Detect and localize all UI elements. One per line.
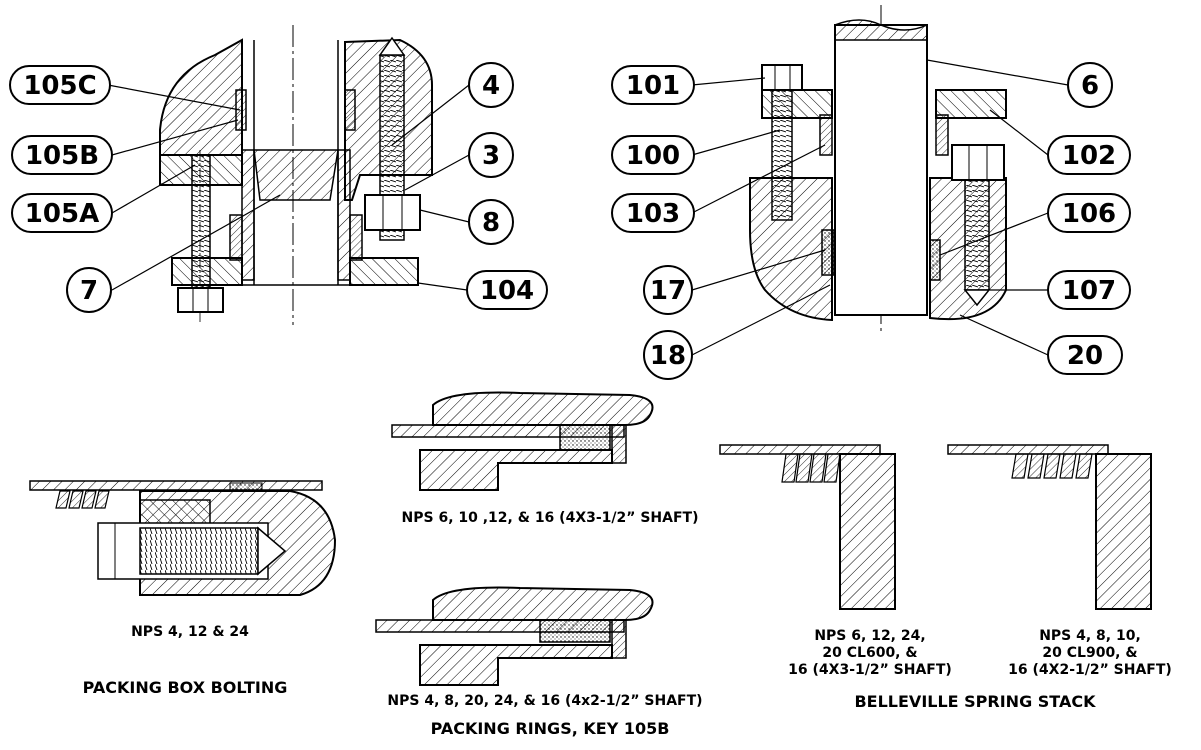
callout-20: 20 [1047, 335, 1123, 375]
callout-17: 17 [643, 265, 693, 315]
callout-100: 100 [611, 135, 695, 175]
caption-spring-b: NPS 4, 8, 10, 20 CL900, & 16 (4X2-1/2” S… [990, 628, 1190, 678]
follower-flange-right [349, 257, 419, 286]
callout-8: 8 [468, 199, 514, 245]
right-section-view [749, 5, 1007, 335]
left-section-view [159, 25, 433, 325]
bolting-detail [29, 480, 337, 596]
caption-spring-a-line1: NPS 6, 12, 24, [814, 628, 926, 644]
svg-text:3: 3 [482, 141, 500, 171]
caption-spring-a-line3: 16 (4X3-1/2” SHAFT) [788, 661, 952, 678]
spring-washers [55, 490, 110, 509]
rings-b-ring [611, 619, 627, 659]
svg-text:103: 103 [626, 199, 680, 229]
callout-105c: 105C [9, 65, 111, 105]
spring-b-body [1095, 453, 1152, 610]
caption-spring-title: BELLEVILLE SPRING STACK [854, 692, 1096, 711]
callout-107: 107 [1047, 270, 1131, 310]
nut-right-view [951, 144, 1005, 181]
svg-text:105C: 105C [23, 71, 96, 101]
rings-b-body [419, 644, 613, 686]
spring-b-shaft [947, 444, 1109, 455]
body-left [749, 177, 833, 322]
rings-a-ring [611, 424, 627, 464]
svg-text:100: 100 [626, 141, 680, 171]
packing-upper-right [935, 114, 949, 156]
callout-103: 103 [611, 193, 695, 233]
callout-104: 104 [466, 270, 548, 310]
bolting-stud [139, 527, 259, 575]
svg-text:104: 104 [480, 276, 534, 306]
packing-lower-right [929, 239, 941, 281]
caption-spring-b-line3: 16 (4X2-1/2” SHAFT) [1008, 661, 1172, 678]
hex-cap [761, 64, 803, 91]
caption-rings-variant-b: NPS 4, 8, 20, 24, & 16 (4x2-1/2” SHAFT) [387, 693, 703, 709]
svg-text:18: 18 [650, 341, 686, 371]
callouts-right: 101 100 103 17 18 6 102 106 [611, 59, 1131, 380]
callout-6: 6 [1067, 62, 1113, 108]
rings-a-body [419, 449, 613, 491]
caption-bolting-variant: NPS 4, 12 & 24 [131, 624, 249, 640]
rings-b-cap [432, 586, 654, 621]
svg-text:105B: 105B [25, 141, 99, 171]
lower-packing-right [349, 214, 363, 261]
caption-spring-b-line1: NPS 4, 8, 10, [1039, 628, 1141, 644]
spring-a-body [839, 453, 896, 610]
packing-upper-left [819, 114, 833, 156]
callout-102: 102 [1047, 135, 1131, 175]
upper-packing-right [344, 89, 356, 131]
callout-18: 18 [643, 330, 693, 380]
svg-text:17: 17 [650, 276, 686, 306]
spring-stack-b [947, 444, 1152, 610]
callout-105a: 105A [11, 193, 113, 233]
rings-a-cap [432, 391, 654, 426]
callout-3: 3 [468, 132, 514, 178]
bonnet-body-left [159, 38, 243, 156]
svg-text:8: 8 [482, 208, 500, 238]
caption-spring-a-line2: 20 CL600, & [822, 644, 918, 661]
callout-106: 106 [1047, 193, 1131, 233]
upper-packing-left [235, 89, 247, 131]
callouts-left: 105C 105B 105A 7 4 3 8 104 [9, 62, 548, 313]
svg-text:7: 7 [80, 276, 98, 306]
caption-spring-a: NPS 6, 12, 24, 20 CL600, & 16 (4X3-1/2” … [770, 628, 970, 678]
caption-rings-variant-a: NPS 6, 10 ,12, & 16 (4X3-1/2” SHAFT) [401, 510, 699, 526]
svg-text:105A: 105A [25, 199, 99, 229]
callout-105b: 105B [11, 135, 113, 175]
packing-lower-left [821, 229, 835, 276]
callout-101: 101 [611, 65, 695, 105]
rings-a-packing [559, 424, 611, 451]
svg-text:102: 102 [1062, 141, 1116, 171]
rings-b-packing [539, 619, 611, 643]
bushing [253, 149, 339, 201]
callout-7: 7 [66, 267, 112, 313]
nut-right [364, 194, 421, 231]
svg-text:4: 4 [482, 71, 500, 101]
bolting-packing [229, 482, 263, 492]
caption-bolting-title: PACKING BOX BOLTING [82, 678, 288, 697]
packing-box-ring-right [337, 149, 351, 281]
callout-4: 4 [468, 62, 514, 108]
rings-detail-a [391, 391, 654, 491]
spring-stack-a [719, 444, 896, 610]
svg-text:20: 20 [1067, 341, 1103, 371]
caption-spring-b-line2: 20 CL900, & [1042, 644, 1138, 661]
caption-rings-title: PACKING RINGS, KEY 105B [430, 719, 670, 738]
follower-flange-left [171, 257, 243, 286]
svg-text:6: 6 [1081, 71, 1099, 101]
svg-text:101: 101 [626, 71, 680, 101]
svg-text:106: 106 [1062, 199, 1116, 229]
nut-left [177, 287, 224, 313]
svg-text:107: 107 [1062, 276, 1116, 306]
spring-a-shaft [719, 444, 881, 455]
shaft [834, 24, 928, 316]
rings-detail-b [375, 586, 654, 686]
shaft-strip [29, 480, 323, 491]
